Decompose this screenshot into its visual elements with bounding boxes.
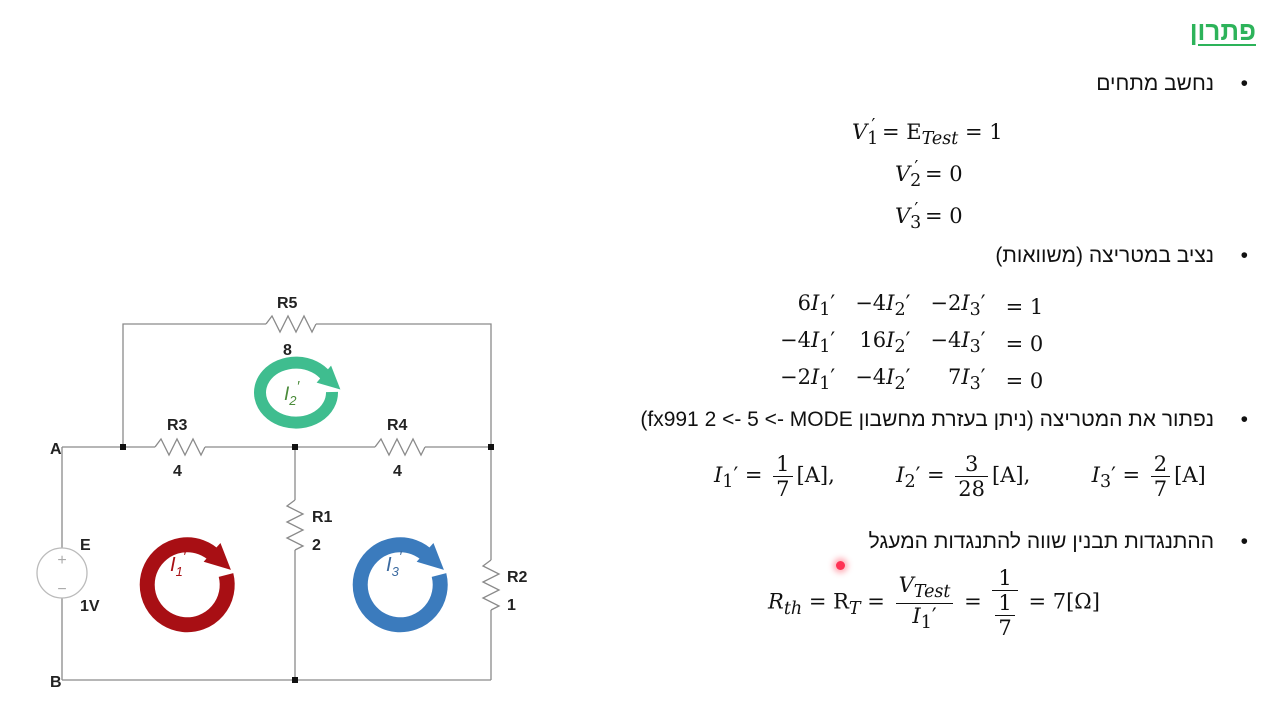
matrix-row: 6I1′ −4I2′ −2I3′ = 1 <box>770 288 1053 325</box>
solution-i1: I1′ = 1 7 [A], <box>714 452 835 502</box>
eq-test-sub: Test <box>921 129 959 150</box>
matrix-cell: 6I1′ <box>797 291 836 321</box>
loop-current-3-icon: I3′ <box>352 537 448 633</box>
bullet-text: נפתור את המטריצה (ניתן בעזרת מחשבון fx99… <box>640 408 1214 431</box>
resistor-r5-zigzag <box>265 314 317 334</box>
loop-1-label: I1′ <box>170 549 187 579</box>
fraction: 1 7 <box>773 452 793 501</box>
fraction: 3 28 <box>955 452 989 501</box>
r4-value: 4 <box>393 463 402 480</box>
resistor-r4-zigzag <box>374 437 426 457</box>
r3-value: 4 <box>173 463 182 480</box>
eq-v1-rhs: = E <box>881 120 922 144</box>
fraction-compound: 1 1 7 <box>992 566 1018 640</box>
laser-pointer-dot <box>836 561 845 570</box>
bullet-equivalent-resistance: • ההתנגדות תבנין שווה להתנגדות המעגל <box>868 530 1248 554</box>
source-plus: + <box>57 552 66 569</box>
matrix-cell: −4I3′ <box>930 328 986 358</box>
node-b-label: B <box>50 674 62 691</box>
eq-v1-end: = 1 <box>964 120 1003 144</box>
bullet-text: נחשב מתחים <box>1096 72 1214 95</box>
bullet-dot: • <box>1240 530 1248 553</box>
node-a-label: A <box>50 441 62 458</box>
bullet-compute-voltages: • נחשב מתחים <box>1096 72 1248 96</box>
resistor-r3-zigzag <box>154 437 206 457</box>
page-title: פתרון <box>1189 16 1256 46</box>
resistor-r2-zigzag <box>481 559 501 611</box>
matrix-cell: −4I2′ <box>855 291 911 321</box>
bullet-dot: • <box>1240 408 1248 431</box>
eq-v2: V2′ = 0 <box>895 158 963 192</box>
r4-name: R4 <box>387 417 408 434</box>
loop-current-2-icon: I2′ <box>254 356 341 429</box>
source-label: E <box>80 537 91 554</box>
bullet-matrix-substitute: • נציב במטריצה (משוואות) <box>995 244 1248 268</box>
junction-nodes <box>120 444 494 683</box>
matrix-cell: −4I2′ <box>855 365 911 395</box>
eq-rth: Rth = RT = VTest I1′ = 1 1 7 = 7[Ω] <box>768 566 1100 641</box>
matrix-rhs: = 0 <box>1005 331 1044 356</box>
matrix-row: −2I1′ −4I2′ 7I3′ = 0 <box>770 362 1053 399</box>
matrix-row: −4I1′ 16I2′ −4I3′ = 0 <box>770 325 1053 362</box>
matrix-cell: 16I2′ <box>859 328 911 358</box>
node-dot <box>292 677 298 683</box>
matrix-cell: −2I3′ <box>930 291 986 321</box>
eq-v3-rhs: = 0 <box>924 204 963 228</box>
matrix-rhs: = 1 <box>1005 294 1044 319</box>
source-minus: − <box>57 581 66 598</box>
r2-value: 1 <box>507 597 516 614</box>
eq-v2-rhs: = 0 <box>924 162 963 186</box>
r2-name: R2 <box>507 569 528 586</box>
bullet-solve-matrix: • נפתור את המטריצה (ניתן בעזרת מחשבון fx… <box>640 408 1248 432</box>
eq-rth-result: = 7[Ω] <box>1028 589 1100 614</box>
node-dot <box>292 444 298 450</box>
r3-name: R3 <box>167 417 188 434</box>
bullet-dot: • <box>1240 244 1248 267</box>
loop-current-1-icon: I1′ <box>139 537 235 633</box>
circuit-diagram: + − A B E 1V R5 8 R3 4 R4 4 R1 2 R2 1 I1… <box>36 295 528 691</box>
fraction-inner: 1 7 <box>995 591 1015 640</box>
solution-line: I1′ = 1 7 [A], I2′ = 3 28 [A], I3′ = 2 7… <box>714 452 1206 501</box>
loop-2-label: I2′ <box>284 378 301 408</box>
resistor-r1-zigzag <box>285 499 305 551</box>
matrix-cell: 7I3′ <box>947 365 986 395</box>
matrix-cell: −4I1′ <box>780 328 836 358</box>
eq-v1: V1′ = ETest = 1 <box>852 116 1003 150</box>
r1-name: R1 <box>312 509 333 526</box>
bullet-text: נציב במטריצה (משוואות) <box>995 244 1214 267</box>
fraction-vtest-i1: VTest I1′ <box>895 573 954 633</box>
r5-name: R5 <box>277 295 298 312</box>
fraction: 2 7 <box>1150 452 1171 501</box>
bullet-dot: • <box>1240 72 1248 95</box>
solution-i3: I3′ = 2 7 [A] <box>1091 452 1206 502</box>
source-value: 1V <box>80 598 100 615</box>
node-dot <box>488 444 494 450</box>
matrix-equations: 6I1′ −4I2′ −2I3′ = 1 −4I1′ 16I2′ −4I3′ =… <box>770 288 1053 400</box>
r5-value: 8 <box>283 342 292 359</box>
solution-i2: I2′ = 3 28 [A], <box>896 452 1031 502</box>
loop-3-label: I3′ <box>386 549 403 579</box>
matrix-rhs: = 0 <box>1005 368 1044 393</box>
r1-value: 2 <box>312 537 321 554</box>
voltage-source-icon <box>36 547 88 599</box>
matrix-cell: −2I1′ <box>780 365 836 395</box>
eq-v3: V3′ = 0 <box>895 200 963 234</box>
wires <box>61 314 501 681</box>
node-dot <box>120 444 126 450</box>
bullet-text: ההתנגדות תבנין שווה להתנגדות המעגל <box>868 530 1214 553</box>
